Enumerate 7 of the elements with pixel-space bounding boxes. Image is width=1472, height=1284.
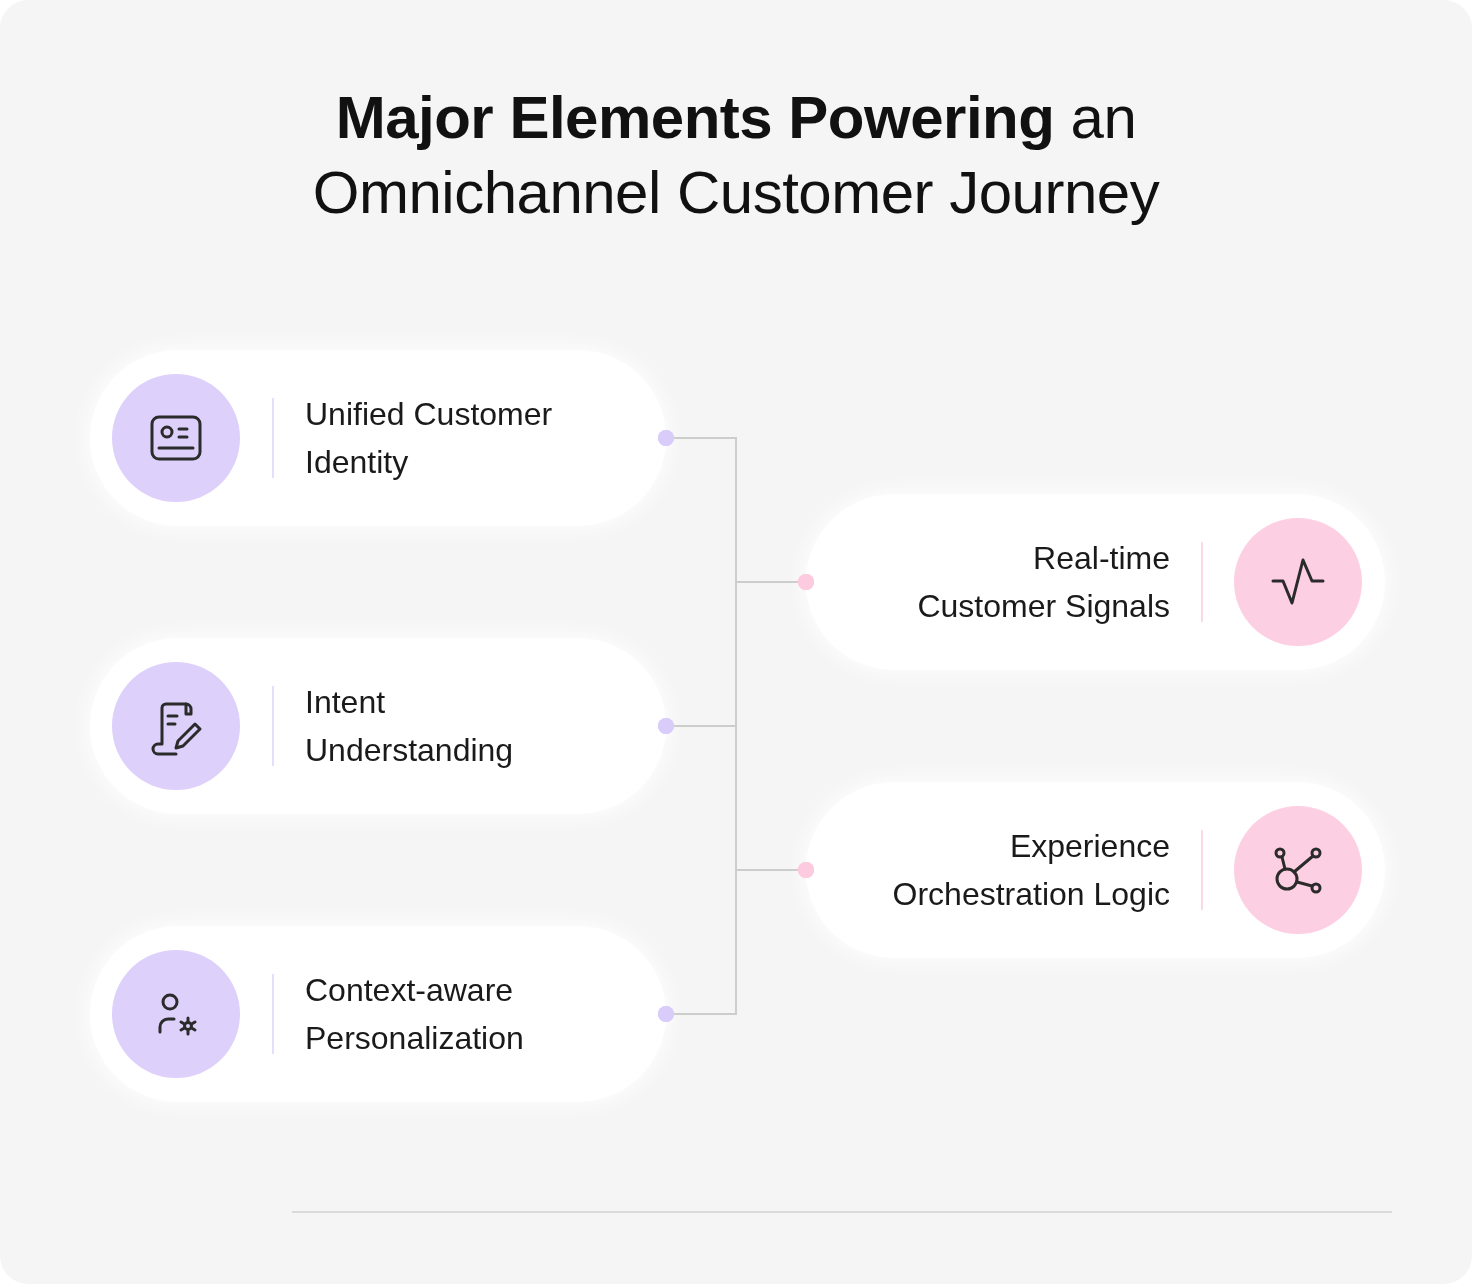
node-label: Real-time Customer Signals bbox=[916, 539, 1170, 626]
node-label: Intent Understanding bbox=[305, 683, 515, 770]
node-label: Experience Orchestration Logic bbox=[891, 827, 1170, 914]
node-label: Unified Customer Identity bbox=[305, 395, 554, 482]
node-label: Context-aware Personalization bbox=[305, 971, 525, 1058]
connector-line bbox=[658, 862, 814, 1022]
title: Major Elements Powering an Omnichannel Customer Journey bbox=[311, 83, 1161, 228]
